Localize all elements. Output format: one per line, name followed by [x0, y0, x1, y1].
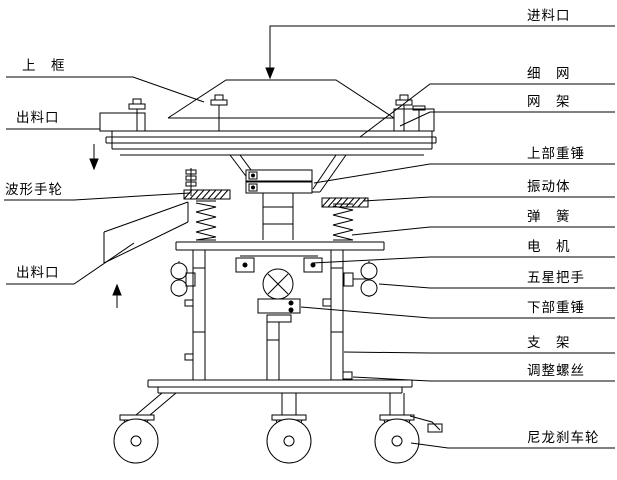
label-outlet-top: 出料口 [16, 110, 60, 126]
leader-adjust-screw [352, 376, 615, 382]
label-support-frame: 支 架 [527, 335, 571, 351]
discharge-chute [103, 201, 189, 264]
down-arrow-icon [89, 158, 99, 171]
label-vibration-body: 振动体 [527, 179, 571, 195]
label-spring: 弹 簧 [527, 209, 571, 225]
star-handles-part [170, 261, 378, 297]
clamp-bolts [128, 94, 426, 131]
label-outlet-bottom: 出料口 [16, 265, 60, 281]
leader-lines [4, 25, 615, 449]
leader-upper-weight [313, 163, 615, 184]
label-feed-inlet: 进料口 [527, 8, 571, 24]
leader-vibration-body [363, 196, 615, 202]
leader-star-handle [378, 283, 615, 289]
machine-drawing [89, 79, 443, 464]
leader-lower-weight [300, 306, 615, 319]
support-columns [184, 250, 353, 380]
label-fine-mesh: 细 网 [527, 66, 571, 82]
adjust-screw-part [342, 371, 353, 380]
leader-wave-handwheel [4, 192, 191, 201]
leader-spring [351, 226, 615, 236]
leader-fine-mesh [359, 83, 615, 138]
left-outlet-spout [99, 112, 146, 132]
labels: 上 框 出料口 波形手轮 出料口 进料口 细 网 网 架 上部重锤 振动体 弹 … [5, 8, 600, 446]
feed-arrow-icon [265, 67, 275, 80]
feed-cone [167, 79, 395, 119]
casters [113, 392, 443, 464]
motor-part [235, 255, 323, 300]
up-arrow-icon [112, 283, 122, 296]
screen-deck [99, 108, 437, 156]
label-mesh-frame: 网 架 [527, 94, 571, 110]
label-wave-handwheel: 波形手轮 [5, 182, 63, 198]
brake-lever [409, 415, 441, 431]
caster-brake-wheel [374, 393, 443, 464]
stand-plate [175, 241, 385, 251]
caster-left [113, 392, 177, 464]
label-star-handle: 五星把手 [527, 270, 585, 286]
upper-weight-part [245, 169, 313, 194]
springs-part [195, 200, 354, 241]
label-motor: 电 机 [527, 239, 571, 255]
lower-weight-part [257, 298, 301, 323]
label-lower-weight: 下部重锤 [527, 300, 585, 316]
right-deck-flange [393, 108, 435, 132]
leader-mesh-frame [399, 111, 615, 127]
leader-nylon-brake-wheel [410, 442, 615, 449]
label-nylon-brake-wheel: 尼龙刹车轮 [527, 429, 600, 446]
leader-feed-inlet [269, 25, 615, 68]
leader-support-frame [343, 351, 615, 354]
flow-arrows [89, 144, 122, 308]
label-upper-weight: 上部重锤 [527, 146, 585, 162]
leader-upper-frame [6, 76, 205, 103]
leader-outlet-bottom [6, 242, 135, 285]
base-plate [147, 379, 413, 394]
caster-center [266, 393, 312, 464]
label-upper-frame: 上 框 [22, 58, 66, 74]
vibration-body-part [183, 189, 369, 240]
leader-motor [311, 256, 615, 264]
label-adjust-screw: 调整螺丝 [527, 363, 585, 379]
brake-pedal [427, 423, 443, 433]
